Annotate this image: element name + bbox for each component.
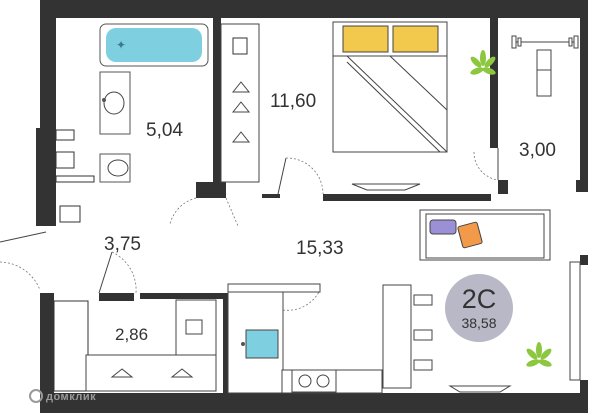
- dining-table: [382, 284, 412, 389]
- cushion-purple: [429, 219, 457, 235]
- area-label-bathroom: 5,04: [146, 120, 183, 141]
- wardrobe-room: 2,86: [53, 299, 217, 392]
- gym: 3,00: [511, 35, 579, 161]
- walls: [36, 0, 588, 413]
- apartment-type: 2С: [462, 284, 497, 314]
- bedroom: 11,60: [220, 21, 496, 191]
- stove-icon: [291, 369, 337, 393]
- watermark: домклик: [29, 389, 96, 403]
- plant-icon: [526, 342, 552, 367]
- bath-water: [106, 28, 202, 62]
- badge-circle: [445, 274, 513, 342]
- area-label-living-kitchen: 15,33: [296, 238, 344, 259]
- total-area: 38,58: [461, 315, 496, 331]
- pillow-left: [342, 25, 389, 53]
- cushion-orange: [457, 221, 483, 249]
- plant-icon: [470, 50, 496, 75]
- kitchen-sink: [245, 329, 279, 359]
- bathroom-sink: [99, 71, 131, 135]
- apartment-badge: 2С 38,58: [445, 274, 513, 342]
- tv-window: [569, 261, 581, 381]
- area-label-wardrobe: 2,86: [115, 325, 148, 344]
- area-label-gym: 3,00: [519, 140, 556, 161]
- living-kitchen: 15,33: [227, 209, 581, 394]
- weight-bench: [536, 49, 552, 97]
- toilet: [99, 153, 131, 183]
- bathroom: ✦ 5,04: [55, 23, 209, 183]
- svg-text:✦: ✦: [116, 38, 126, 52]
- hallway: 3,75: [59, 205, 141, 255]
- watermark-text: домклик: [46, 391, 96, 403]
- doors: [0, 148, 499, 294]
- area-label-bedroom: 11,60: [270, 91, 316, 112]
- area-label-hallway: 3,75: [104, 234, 141, 255]
- pillow-right: [392, 25, 439, 53]
